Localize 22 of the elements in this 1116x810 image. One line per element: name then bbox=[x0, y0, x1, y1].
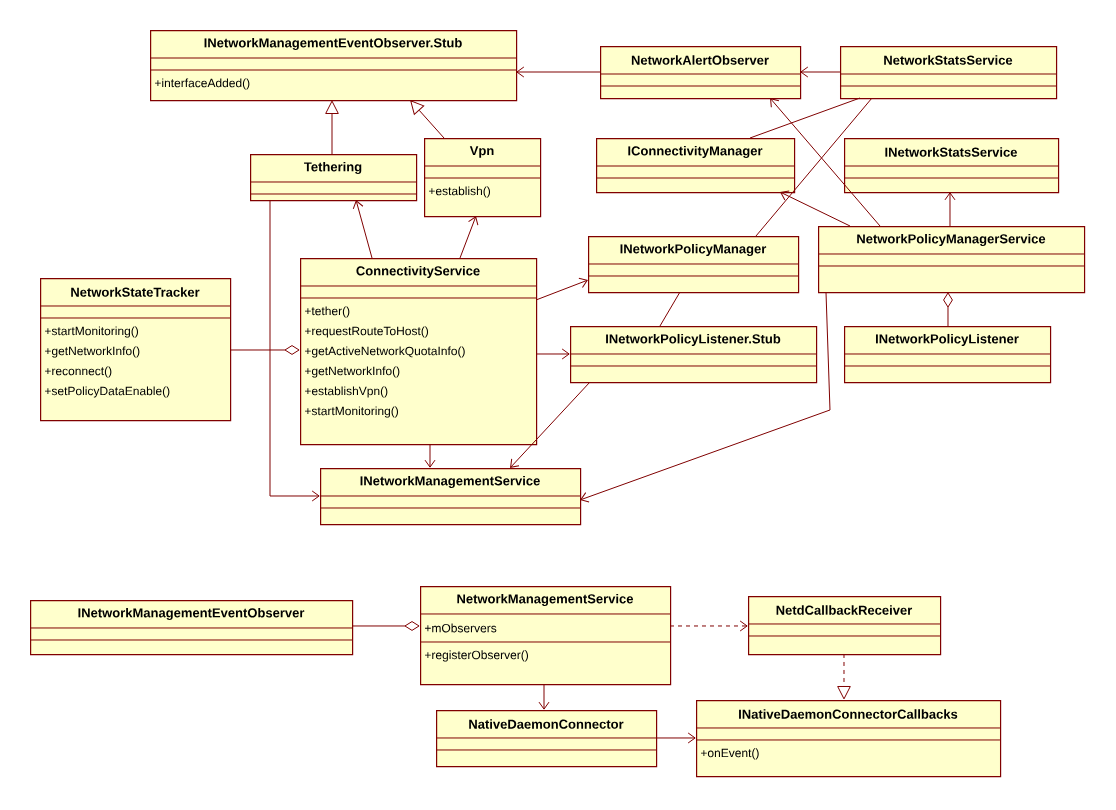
arrow bbox=[229, 345, 300, 355]
arrow bbox=[269, 199, 320, 502]
arrow bbox=[538, 683, 550, 710]
arrow bbox=[943, 292, 953, 327]
arrow bbox=[669, 620, 748, 632]
arrow bbox=[351, 621, 420, 631]
arrow bbox=[944, 192, 956, 227]
arrow bbox=[352, 200, 373, 259]
arrow bbox=[655, 732, 696, 744]
arrow bbox=[424, 443, 436, 468]
arrow bbox=[510, 381, 591, 468]
arrow bbox=[770, 98, 881, 227]
arrow bbox=[325, 100, 339, 155]
arrow bbox=[410, 100, 445, 139]
arrow bbox=[535, 348, 570, 360]
arrow bbox=[780, 190, 851, 227]
arrow bbox=[580, 291, 831, 503]
arrow bbox=[535, 277, 588, 301]
arrow bbox=[837, 653, 851, 700]
arrow bbox=[800, 66, 841, 78]
arrow bbox=[516, 66, 601, 78]
arrow bbox=[459, 216, 479, 259]
